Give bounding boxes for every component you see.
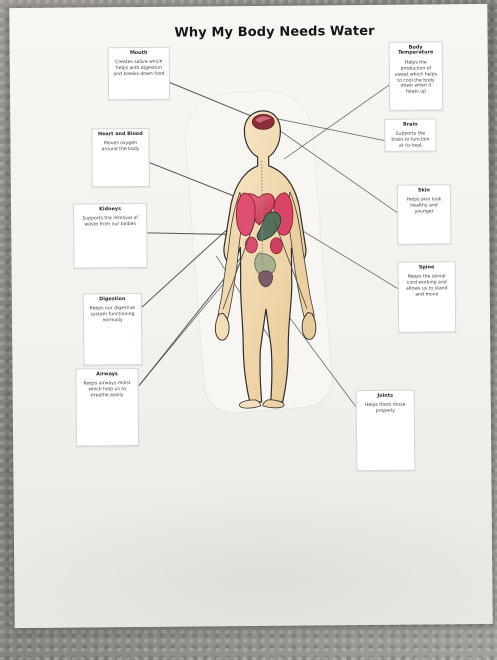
- label-description-airways: Keeps airways moist which help us to bre…: [77, 381, 138, 399]
- label-card-skin: Skin Helps skin look healthy and younger: [397, 184, 452, 244]
- label-title-spine: Spine: [399, 265, 455, 271]
- label-description-digestion: Keeps our digestive system functioning n…: [84, 306, 141, 324]
- label-card-body-temperature: Body Temperature Helps the production of…: [389, 41, 444, 110]
- label-description-kidneys: Supports the removal of waste from our b…: [74, 216, 146, 228]
- label-title-brain: Brain: [385, 122, 435, 128]
- label-card-spine: Spine Keeps the spinal cord working and …: [398, 261, 457, 333]
- label-card-brain: Brain Supports the brain to function at …: [384, 118, 436, 151]
- label-card-kidneys: Kidneys Supports the removal of waste fr…: [73, 203, 148, 269]
- label-description-body-temperature: Helps the production of sweat which help…: [390, 60, 442, 96]
- label-title-mouth: Mouth: [109, 51, 169, 57]
- label-description-spine: Keeps the spinal cord working and allows…: [399, 275, 455, 299]
- label-title-body-temperature: Body Temperature: [390, 45, 442, 56]
- label-card-joints: Joints Helps them move properly: [356, 390, 416, 472]
- left-foot: [239, 400, 260, 408]
- label-description-mouth: Creates saliva which helps with digestio…: [109, 60, 169, 78]
- label-title-heart-blood: Heart and Blood: [92, 132, 148, 138]
- label-card-airways: Airways Keeps airways moist which help u…: [75, 368, 139, 447]
- label-card-mouth: Mouth Creates saliva which helps with di…: [108, 47, 170, 101]
- human-body-figure: [200, 96, 323, 409]
- label-description-skin: Helps skin look healthy and younger: [398, 198, 450, 216]
- label-title-airways: Airways: [76, 372, 137, 378]
- poster-title: Why My Body Needs Water: [164, 24, 384, 41]
- label-card-digestion: Digestion Keeps our digestive system fun…: [83, 293, 143, 366]
- label-card-heart-blood: Heart and Blood Moves oxygen around the …: [91, 128, 150, 188]
- left-kidney-organ: [245, 237, 257, 253]
- label-title-kidneys: Kidneys: [74, 207, 146, 213]
- label-description-joints: Helps them move properly: [357, 403, 414, 415]
- label-title-skin: Skin: [398, 188, 450, 194]
- poster-sheet: Why My Body Needs Water: [9, 4, 492, 628]
- right-kidney-organ: [270, 238, 282, 254]
- label-description-brain: Supports the brain to function at its be…: [385, 132, 435, 150]
- label-description-heart-blood: Moves oxygen around the body: [92, 141, 148, 153]
- label-title-digestion: Digestion: [84, 297, 141, 303]
- label-title-joints: Joints: [357, 394, 414, 400]
